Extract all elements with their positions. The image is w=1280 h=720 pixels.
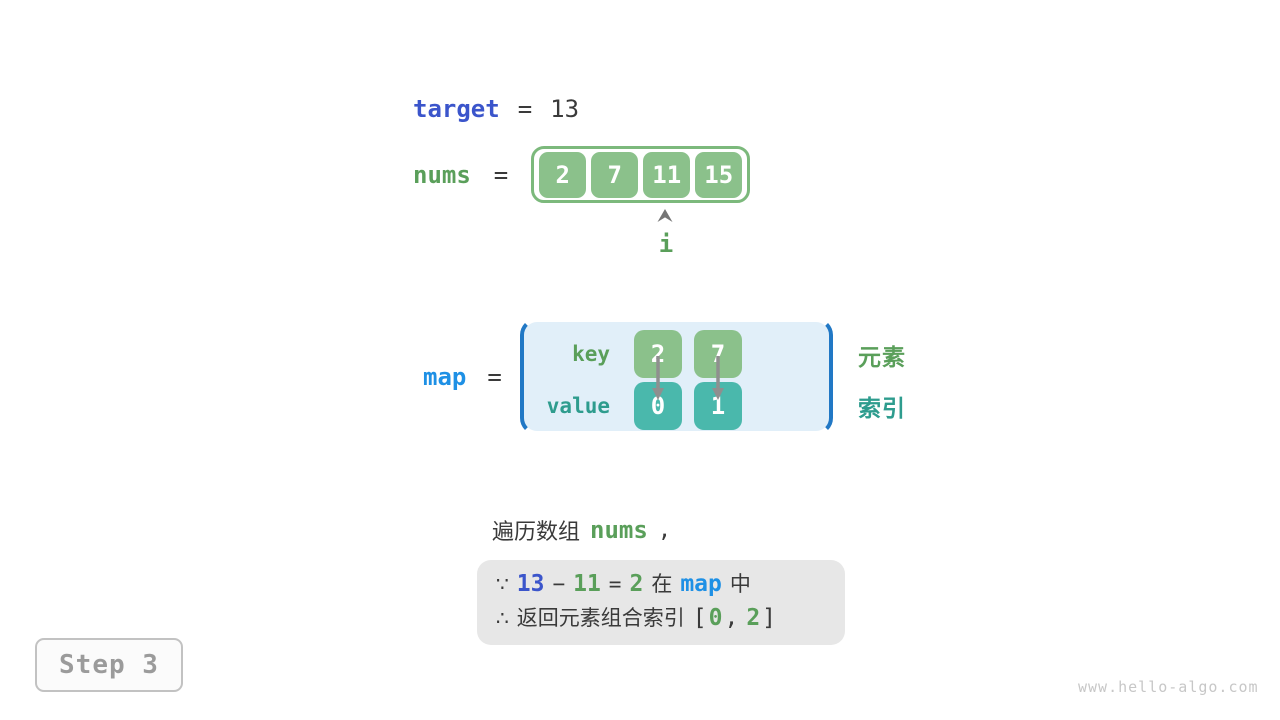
nums-label: nums [413,160,471,189]
result-index-pair: [ 0 , 2 ] [693,601,776,635]
complement-value-token: 2 [629,571,644,597]
result-index-1: 2 [746,605,761,631]
map-value-cell: 0 [634,382,682,430]
map-label: map [423,362,467,391]
target-variable-row: target = 13 [413,95,579,123]
value-row-label: value [546,394,610,418]
close-bracket: ] [762,605,777,631]
equals-sign: = [608,572,622,596]
caption-code-nums: nums [590,516,648,544]
open-bracket: [ [692,605,707,631]
conclusion-box: ∵ 13 − 11 = 2 在 map 中 ∴ 返回元素组合索引 [ 0 , 2… [477,560,845,645]
because-symbol: ∵ [496,572,509,596]
map-name-token: map [680,571,722,597]
map-key-cell: 7 [694,330,742,378]
target-value: 13 [550,95,580,123]
map-variable-row: map = [423,318,502,435]
hash-map-container: key value 2 7 0 1 [520,318,833,435]
index-pointer-label: i [658,230,674,258]
array-cell: 11 [643,151,691,198]
index-pointer-arrow-icon [657,209,673,222]
minus-sign: − [552,572,566,596]
map-value-cell: 1 [694,382,742,430]
conclusion-line-because: ∵ 13 − 11 = 2 在 map 中 [496,567,845,601]
array-cell: 15 [695,151,743,198]
array-cell: 2 [539,151,587,198]
site-watermark: www.hello-algo.com [1078,678,1259,696]
caption-text: 遍历数组 [492,520,581,545]
element-side-label: 元素 [858,345,906,371]
step-badge: Step 3 [35,638,183,692]
map-key-cell: 2 [634,330,682,378]
target-label: target [413,95,500,123]
caption-row: 遍历数组 nums , [492,514,671,546]
caption-comma: , [657,517,672,543]
conclusion-line-therefore: ∴ 返回元素组合索引 [ 0 , 2 ] [496,601,845,635]
index-side-label: 索引 [858,396,906,422]
therefore-symbol: ∴ [496,606,509,630]
step-badge-label: Step 3 [59,650,159,680]
key-row-label: key [572,342,610,366]
equals-sign: = [517,95,533,123]
equals-sign: = [487,362,502,391]
suffix-word: 中 [729,572,751,596]
target-value-token: 13 [516,571,545,597]
comma-token: , [724,605,739,631]
result-text: 返回元素组合索引 [516,606,685,630]
result-index-0: 0 [708,605,723,631]
nums-variable-row: nums = 2 7 11 15 [413,146,751,203]
equals-sign: = [493,160,509,189]
nums-array: 2 7 11 15 [531,146,751,203]
current-value-token: 11 [573,571,601,597]
array-cell: 7 [591,151,639,198]
in-word: 在 [651,572,673,596]
